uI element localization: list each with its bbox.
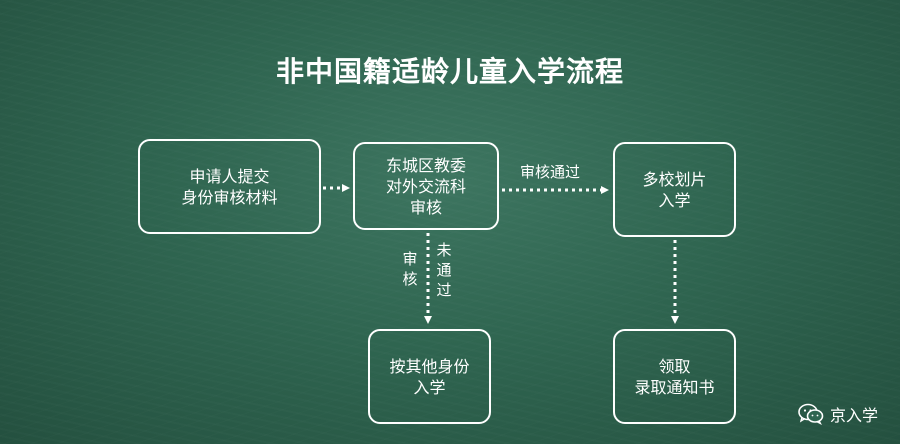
watermark-text: 京入学 xyxy=(829,406,878,425)
node-notice-line1: 领取 xyxy=(658,356,691,376)
node-apply: 申请人提交 身份审核材料 xyxy=(138,139,321,234)
watermark: 京入学 xyxy=(798,402,878,426)
node-school-line2: 入学 xyxy=(658,190,691,210)
node-review-line1: 东城区教委 xyxy=(385,155,466,175)
node-review: 东城区教委 对外交流科 审核 xyxy=(353,142,499,230)
node-apply-line1: 申请人提交 xyxy=(189,166,270,186)
wechat-icon xyxy=(798,403,824,425)
node-review-line3: 审核 xyxy=(409,197,442,217)
edge-label-not-pass: 未通过 xyxy=(436,241,452,299)
node-other-line1: 按其他身份 xyxy=(389,356,470,376)
node-school-line1: 多校划片 xyxy=(642,169,707,189)
node-apply-line2: 身份审核材料 xyxy=(181,187,278,207)
node-school-admission: 多校划片 入学 xyxy=(613,142,736,237)
edge-label-pass: 审核通过 xyxy=(520,163,581,181)
node-notice-line2: 录取通知书 xyxy=(634,377,715,397)
node-other-line2: 入学 xyxy=(413,377,446,397)
node-other-identity: 按其他身份 入学 xyxy=(368,329,491,424)
edge-label-review: 审核 xyxy=(402,250,418,288)
node-review-line2: 对外交流科 xyxy=(385,176,466,196)
node-admission-notice: 领取 录取通知书 xyxy=(613,329,736,424)
page-title: 非中国籍适龄儿童入学流程 xyxy=(275,55,624,88)
